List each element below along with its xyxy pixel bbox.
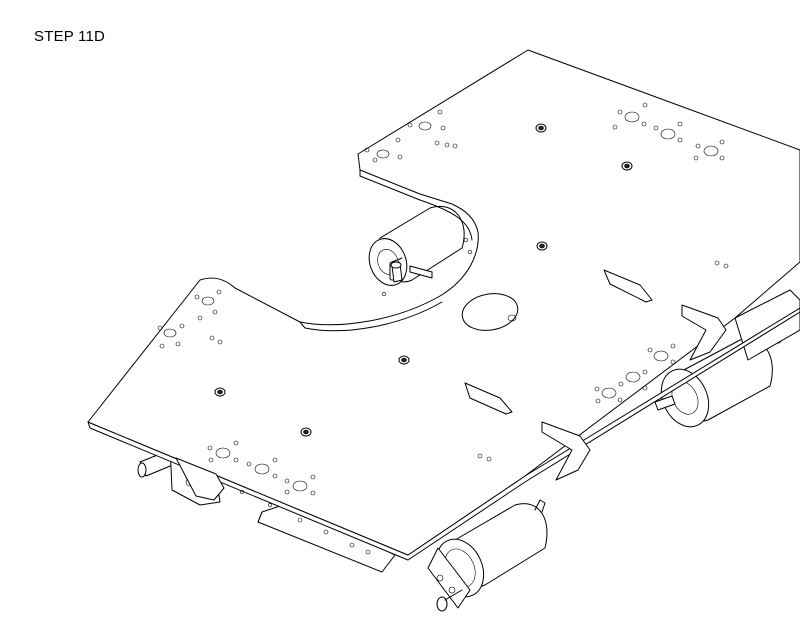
cutout-standoff — [390, 261, 403, 283]
tab-left — [175, 457, 225, 501]
step-title: STEP 11D — [34, 28, 106, 45]
motor-rear-left — [368, 205, 465, 286]
tab-center — [541, 421, 591, 481]
chassis-plate — [87, 49, 800, 561]
tab-right — [681, 304, 727, 361]
mount-holes — [157, 102, 729, 507]
slot-cutout — [409, 265, 433, 279]
slot-right — [603, 269, 653, 303]
motor-front-bottom — [427, 499, 548, 612]
standoffs — [214, 123, 633, 437]
slot-center — [464, 382, 513, 415]
